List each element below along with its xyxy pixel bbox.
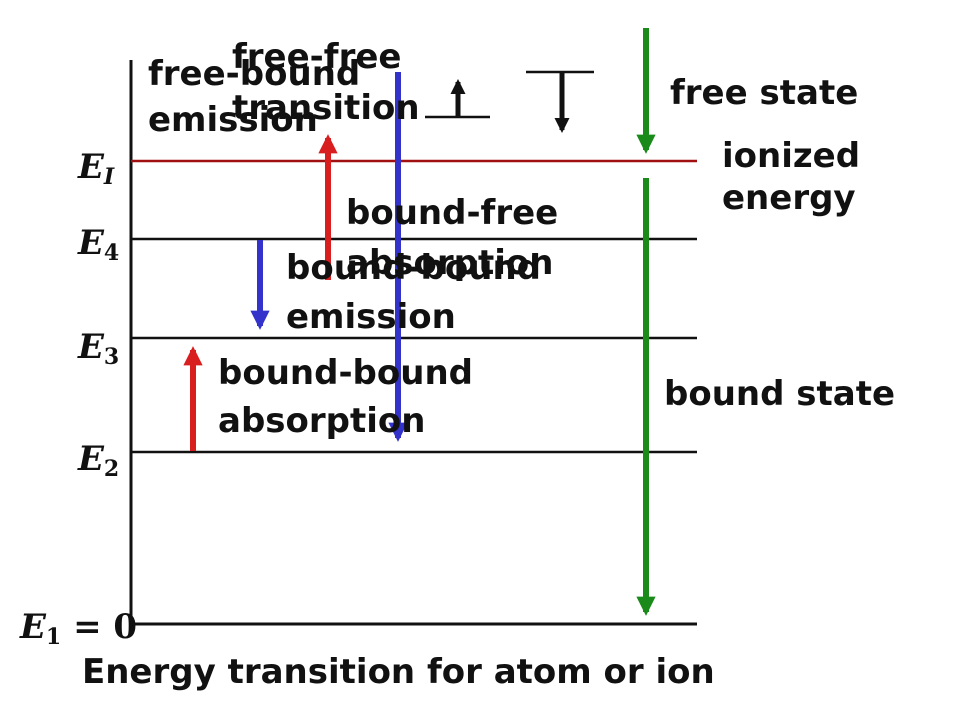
label-ionized-energy: ionized energy <box>722 136 872 218</box>
label-free-state: free state <box>670 73 858 113</box>
level-label-e4: E4 <box>77 223 119 266</box>
level-label-e2: E2 <box>77 439 119 482</box>
label-free-free-transition: free-free transition <box>232 37 420 128</box>
level-label-e1: E1 = 0 <box>19 607 137 650</box>
label-bound-state: bound state <box>664 374 895 414</box>
level-label-e3: E3 <box>77 327 119 370</box>
label-bound-free-absorption: bound-free absorption <box>346 193 570 283</box>
label-free-bound-emission: free-bound emission <box>148 54 372 140</box>
level-label-ionization: EI <box>77 147 115 190</box>
label-bound-bound-emission: bound-bound emission <box>286 248 553 337</box>
diagram-caption: Energy transition for atom or ion <box>82 652 715 692</box>
label-bound-bound-absorption: bound-bound absorption <box>218 353 485 441</box>
